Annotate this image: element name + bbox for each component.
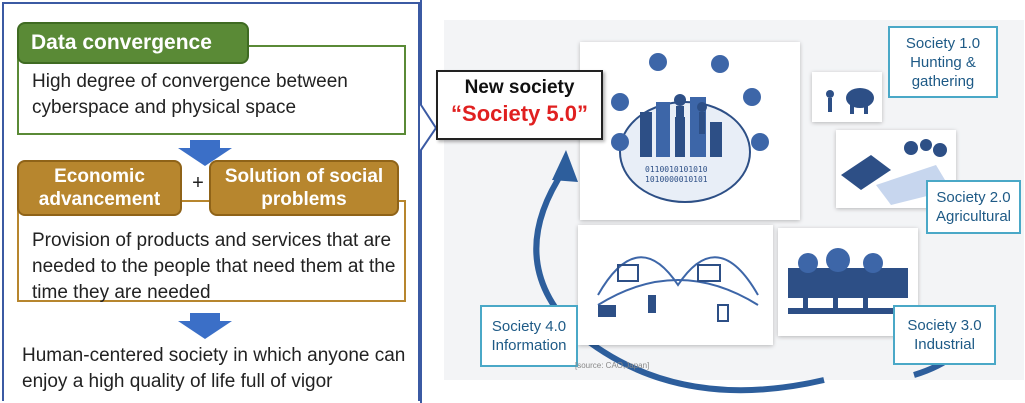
plus-sign: + [192,172,204,194]
society-2-title: Society 2.0 [936,189,1011,206]
society-1-image [812,72,882,122]
society-2-label: Society 2.0 Agricultural [926,180,1021,234]
society-4-label: Society 4.0 Information [480,305,578,367]
data-convergence-title: Data convergence [17,22,249,64]
hunting-icon [826,88,874,114]
society-1-line3: gathering [911,72,975,90]
callout-pointer [420,0,438,403]
new-society-callout: New society “Society 5.0” [436,70,603,140]
down-arrow-icon [178,140,232,166]
society-1-line2: Hunting & [910,53,976,71]
solution-social-problems-text: Solution of social problems [224,166,384,210]
society-3-image [778,228,918,336]
svg-text:0110010101010: 0110010101010 [645,165,708,174]
source-caption: [source: CAO,Japan] [575,361,650,370]
society-5-title: “Society 5.0” [451,101,588,126]
society-3-label: Society 3.0 Industrial [893,305,996,365]
economic-advancement-text: Economic advancement [38,166,161,210]
provision-text: Provision of products and services that … [32,230,396,303]
economic-advancement-label: Economic advancement [17,160,182,216]
society-4-image [578,225,773,345]
svg-text:1010000010101: 1010000010101 [645,175,708,184]
society-2-line2: Agricultural [935,208,1012,225]
society-1-title: Society 1.0 [905,34,981,52]
factory-icon [788,248,908,314]
new-society-title: New society [464,77,575,98]
globe-city-icon: 0110010101010 1010000010101 [611,53,769,203]
human-centered-text: Human-centered society in which anyone c… [22,345,406,392]
society-3-line2: Industrial [914,336,975,353]
society-5-image: 0110010101010 1010000010101 [580,42,800,220]
information-network-icon [597,256,759,322]
society-3-title: Society 3.0 [907,317,982,334]
society-2-image [836,130,956,208]
society-1-label: Society 1.0 Hunting & gathering [888,26,998,98]
society-4-line2: Information [491,337,567,354]
data-convergence-text: High degree of convergence between cyber… [32,71,348,118]
down-arrow-icon [178,313,232,339]
society-4-title: Society 4.0 [491,318,567,335]
agriculture-icon [841,139,951,205]
solution-social-problems-label: Solution of social problems [209,160,399,216]
